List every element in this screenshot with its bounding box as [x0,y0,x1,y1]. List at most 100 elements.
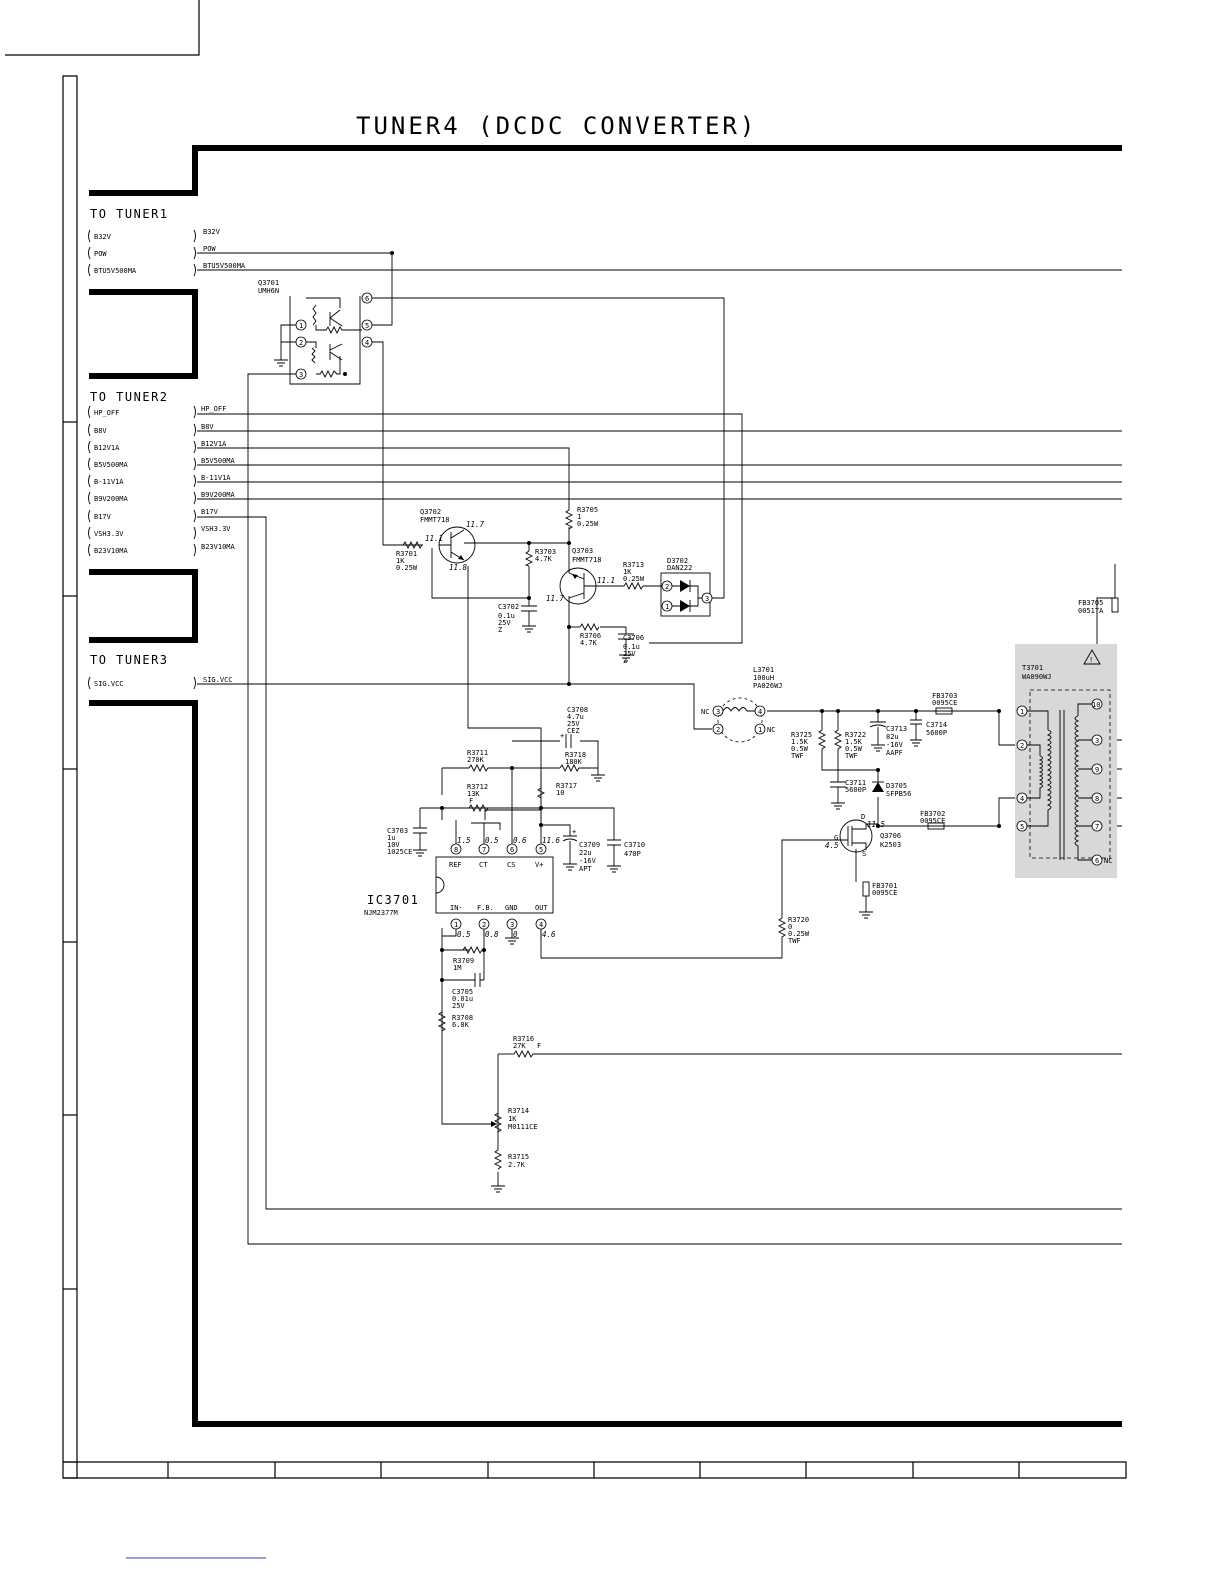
c3705-value: 0.01u [452,995,473,1003]
ic3701-pin-name: IN- [450,904,463,912]
connector-out-label: SIG.VCC [203,676,233,684]
fb3701-value: 0095CE [872,889,897,897]
fb3705-ref: FB3705 [1078,599,1103,607]
r3725-type: TWF [791,752,804,760]
c3709-voltage: -16V [579,857,597,865]
q3701-pin-label: 3 [299,371,303,379]
c3702-ref: C3702 [498,603,519,611]
r3709-value: 1M [453,964,461,972]
ic3701-pin-name: REF [449,861,462,869]
c3713-ref: C3713 [886,725,907,733]
q3701-pin [361,319,373,331]
t3701-pin-label: 9 [1095,766,1099,774]
r3712-value: 13K [467,790,480,798]
q3701-pin [361,336,373,348]
c3710-ref: C3710 [624,841,645,849]
t3701-transformer: T3701 WA090WJ ! 1 2 4 5 10 3 9 8 7 6 NC [1015,644,1117,878]
r3722-ref: R3722 [845,731,866,739]
ic3701-pin-name: CS [507,861,515,869]
l3701-nc-left: NC [701,708,709,716]
r3716-tolerance: F [537,1042,541,1050]
r3725-resistor: R3725 1.5K 0.5W TWF [791,729,827,760]
r3703-value: 4.7K [535,555,553,563]
connector-in-label: B12V1A [94,444,120,452]
c3709-value: 22u [579,849,592,857]
q3701-pin-label: 4 [365,339,369,347]
c3706-type: Z [623,657,627,665]
connector-b8v: B8V B8V [88,423,214,437]
r3712-tolerance: F [469,797,473,805]
t3701-shaded-area [1015,644,1117,878]
c3706-ref: C3706 [623,634,644,642]
r3712-resistor: R3712 13K F [467,783,489,813]
q3706-part: K2503 [880,841,901,849]
t3701-pin-label: 4 [1020,795,1024,803]
ic3701-pin-voltage: 0.6 [513,836,527,845]
d3702-part: DAN222 [667,564,692,572]
c3709-capacitor: + C3709 22u -16V APT [562,828,600,873]
r3722-value: 1.5K [845,738,863,746]
ic3701-pin-number: 3 [510,921,514,929]
l3701-pin-label: 4 [758,708,762,716]
connector-in-label: B-11V1A [94,478,124,486]
fb3703-ferrite-bead: FB3703 0095CE [932,692,957,715]
q3703-voltage-e: 11.7 [546,594,565,603]
section-label-tuner3: TO TUNER3 [90,653,169,667]
r3720-resistor: R3720 0 0.25W TWF [777,916,810,945]
c3703-type: 1025CE [387,848,412,856]
ic3701-pin-number: 8 [454,846,458,854]
c3708-value: 4.7u [567,713,584,721]
r3712-ref: R3712 [467,783,488,791]
fb3705-value: 0051TA [1078,607,1104,615]
d3702-pin-label: 2 [665,583,669,591]
r3717-resistor: R3717 10 [537,782,577,799]
t3701-warning-icon: ! [1089,656,1093,664]
ic3701-pin-voltage: 1.5 [457,836,471,845]
q3703-part: FMMT718 [572,556,602,564]
c3703-ref: C3703 [387,827,408,835]
r3713-resistor: R3713 1K 0.25W [623,561,645,591]
t3701-pin-label: 1 [1020,708,1024,716]
r3717-value: 10 [556,789,564,797]
connector-b9v200ma: B9V200MA B9V200MA [88,491,236,505]
connector-out-label: BTU5V500MA [203,262,246,270]
ic3701-pin-name: CT [479,861,488,869]
r3725-value: 1.5K [791,738,809,746]
q3706-gate-label: G [834,834,838,842]
connector-in-label: BTU5V500MA [94,267,137,275]
r3711-resistor: R3711 270K [467,749,491,773]
t3701-pin-label: 8 [1095,795,1099,803]
q3703-transistor: Q3703 FMMT718 11.1 11.7 [546,547,615,605]
page-title: TUNER4 (DCDC CONVERTER) [356,112,757,140]
fb3701-ferrite-bead: FB3701 0095CE [859,881,897,919]
section-label-tuner2: TO TUNER2 [90,390,169,404]
q3701-pin [361,292,373,304]
c3708-ref: C3708 [567,706,588,714]
c3714-value: 5600P [926,729,947,737]
c3703-value: 1u [387,834,395,842]
c3710-value: 470P [624,850,641,858]
r3718-resistor: R3718 180K [559,751,605,782]
c3706-value: 0.1u [623,643,640,651]
r3706-resistor: R3706 4.7K [579,622,601,647]
r3708-ref: R3708 [452,1014,473,1022]
t3701-pin-label: 5 [1020,823,1024,831]
r3705-ref: R3705 [577,506,598,514]
connector-out-label: VSH3.3V [201,525,231,533]
connector-in-label: B8V [94,427,107,435]
r3713-power: 0.25W [623,575,645,583]
c3709-ref: C3709 [579,841,600,849]
ic3701-pin-name: F.B. [477,904,494,912]
connector-b5v500ma: B5V500MA B5V500MA [88,457,236,471]
q3701-pin-label: 5 [365,322,369,330]
r3701-value: 1K [396,557,405,565]
q3702-part: FMMT718 [420,516,450,524]
r3701-power: 0.25W [396,564,418,572]
ic3701-part: NJM2377M [364,909,398,917]
connector-in-label: B5V500MA [94,461,129,469]
r3708-resistor: R3708 6.8K [437,1011,473,1032]
r3714-ref: R3714 [508,1107,529,1115]
connector-pow: POW POW [88,245,216,260]
c3705-ref: C3705 [452,988,473,996]
c3702-value: 0.1u [498,612,515,620]
